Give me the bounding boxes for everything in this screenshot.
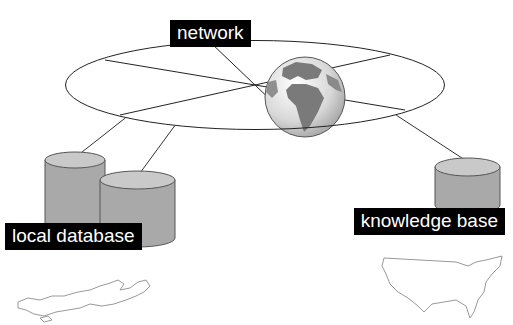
network-cross-lines	[105, 42, 405, 128]
node-label: knowledge base	[354, 208, 505, 235]
database-cylinder: knowledge base	[333, 155, 505, 235]
node-label: network	[170, 20, 251, 47]
globe	[265, 57, 345, 137]
node-outline	[65, 40, 445, 130]
connector-line	[396, 115, 465, 160]
network-ellipse: network	[65, 40, 445, 130]
node-label: local database	[5, 223, 142, 250]
connector-line	[77, 118, 125, 156]
connector-line	[140, 126, 175, 173]
usa-map	[382, 256, 502, 318]
japan-map	[18, 280, 150, 322]
database-group: local database	[5, 150, 180, 250]
